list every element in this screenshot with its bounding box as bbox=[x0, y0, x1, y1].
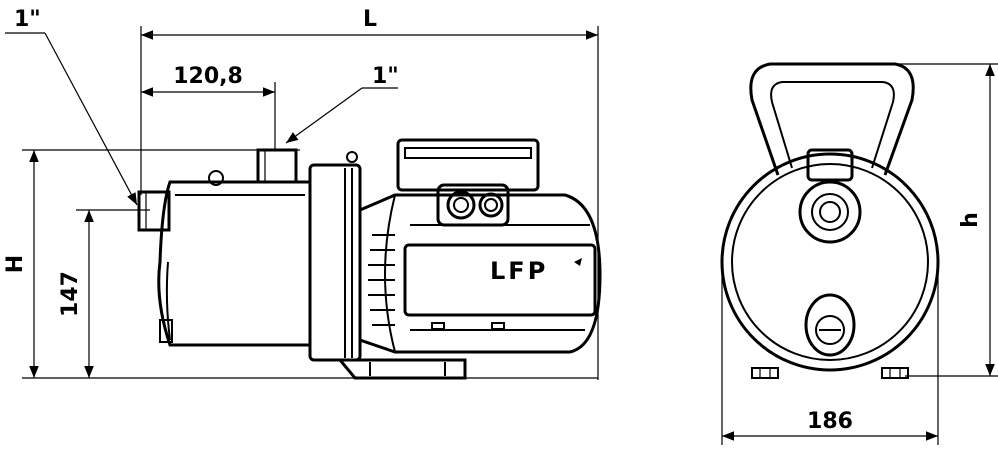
motor-cover bbox=[403, 243, 597, 317]
inlet-nozzle bbox=[137, 190, 171, 232]
height-label: H bbox=[3, 255, 28, 273]
front-view: h 186 bbox=[720, 62, 998, 445]
outlet-thread-callout: 1" bbox=[285, 64, 399, 144]
cooling-fins bbox=[368, 234, 395, 326]
motor-housing bbox=[358, 193, 602, 354]
front-height-dimension: h bbox=[895, 63, 998, 377]
pump-casing bbox=[157, 180, 312, 347]
outlet-offset-label: 120,8 bbox=[173, 64, 243, 89]
axis-height-label: 147 bbox=[58, 271, 83, 317]
front-width-label: 186 bbox=[807, 409, 853, 434]
height-dimension: H bbox=[3, 149, 598, 379]
length-dimension: L bbox=[140, 7, 599, 380]
terminal-box bbox=[396, 138, 540, 192]
front-width-dimension: 186 bbox=[721, 262, 939, 445]
front-outlet-boss bbox=[806, 148, 854, 182]
outlet-offset-dimension: 120,8 bbox=[141, 64, 276, 150]
front-foot-left bbox=[751, 367, 779, 379]
outlet-thread-label: 1" bbox=[372, 64, 399, 89]
length-label: L bbox=[363, 7, 377, 32]
outlet-boss bbox=[256, 148, 298, 184]
pump-foot bbox=[336, 358, 467, 380]
brand-logo: LFP bbox=[490, 257, 548, 285]
pump-body-side: LFP bbox=[137, 138, 602, 380]
front-inlet bbox=[798, 180, 862, 244]
pump-body-front bbox=[720, 152, 940, 372]
side-view: L 120,8 1" 1" H bbox=[3, 7, 602, 380]
carry-handle bbox=[749, 62, 915, 176]
drain-plug bbox=[804, 293, 856, 357]
front-height-label: h bbox=[958, 212, 983, 228]
inlet-thread-callout: 1" bbox=[5, 7, 138, 206]
axis-height-dimension: 147 bbox=[58, 209, 150, 378]
front-foot-right bbox=[881, 367, 909, 379]
inlet-thread-label: 1" bbox=[14, 7, 41, 32]
